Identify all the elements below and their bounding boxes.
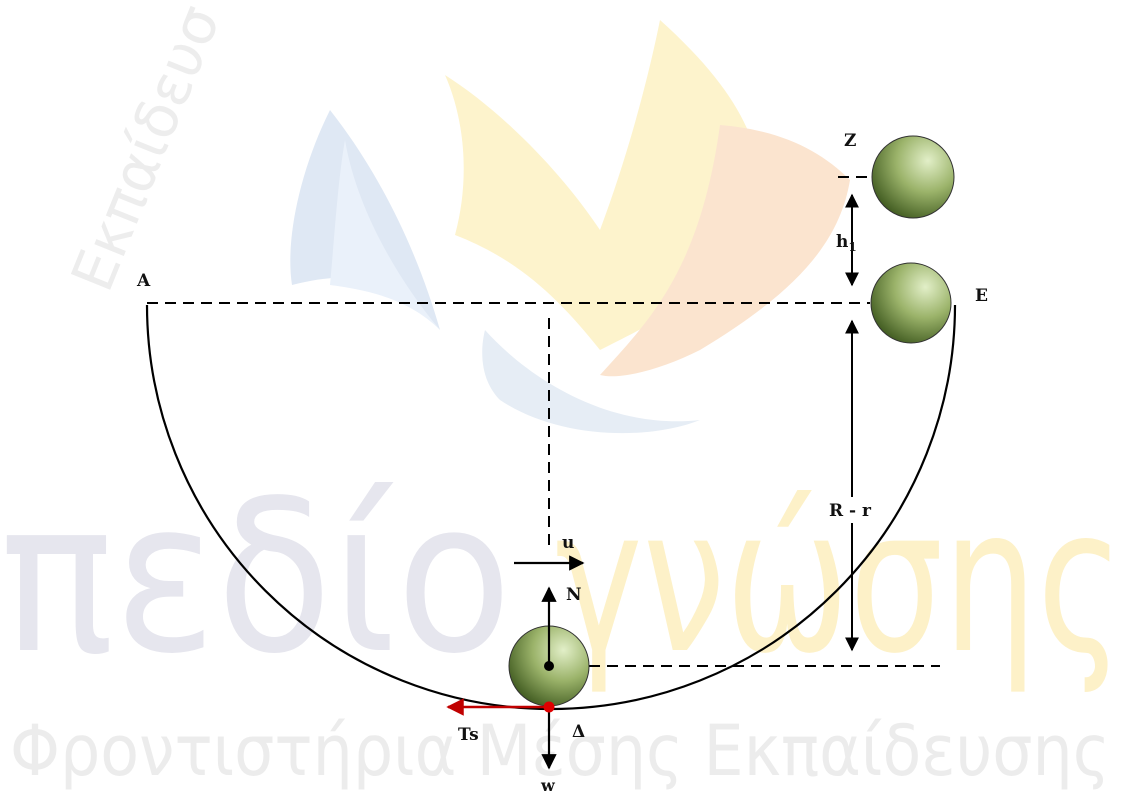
label-point-delta: Δ (572, 722, 585, 742)
label-point-a: A (136, 271, 151, 291)
label-height-h-sub: 1 (848, 240, 856, 254)
watermark-logo-light-blue-shape (330, 140, 440, 330)
label-height-h: h (836, 232, 848, 252)
radius-diff-label-bg (826, 497, 886, 523)
contact-point-delta (543, 701, 555, 713)
label-normal-force-n: N (566, 585, 582, 605)
label-static-friction-ts: Ts (458, 725, 479, 745)
label-point-e: E (975, 286, 988, 306)
ball-center-dot (544, 661, 554, 671)
ball-at-e (870, 262, 952, 344)
label-velocity-u: u (562, 533, 574, 553)
label-weight-w: w (540, 776, 556, 795)
watermark-side-text: Εκπαίδευσ (58, 0, 234, 300)
label-height-h1: h1 (836, 232, 857, 254)
label-radius-diff: R - r (829, 501, 872, 521)
diagram: A E Z Δ h1 R - r u N w Ts (136, 131, 988, 795)
watermark-word-gray: πεδίο (0, 455, 512, 700)
watermark-logo-orange-shape (600, 125, 850, 377)
watermark-logo-swoosh (482, 330, 700, 434)
ball-at-z (871, 135, 955, 219)
label-point-z: Z (844, 131, 856, 151)
watermark-subtitle: Φροντιστήρια Μέσης Εκπαίδευσης (10, 710, 1110, 792)
